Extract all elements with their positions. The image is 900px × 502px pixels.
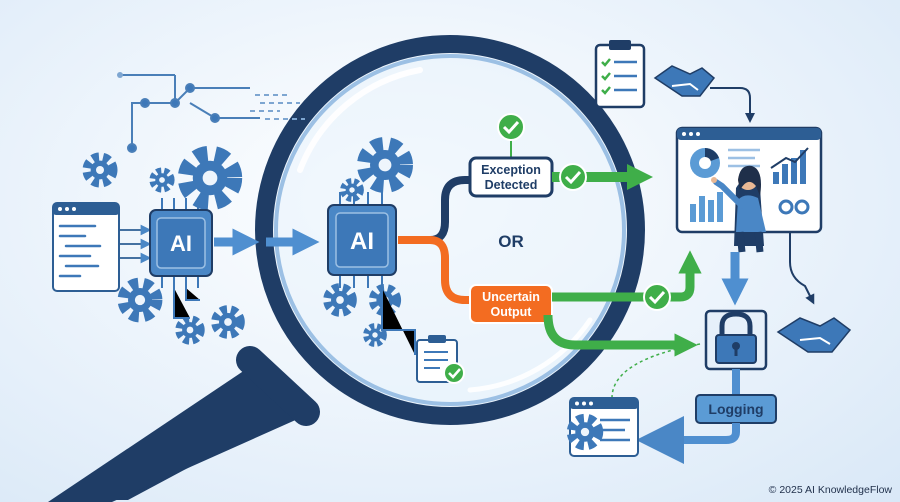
logging-label: Logging xyxy=(708,401,763,417)
uncertain-logging-arrow xyxy=(543,314,698,357)
dotted-link xyxy=(611,343,701,399)
checkmark-icon xyxy=(443,362,465,384)
handshake-arrow xyxy=(710,87,755,123)
uncertain-line2: Output xyxy=(491,305,533,319)
uncertain-branch xyxy=(398,236,478,304)
person-icon xyxy=(711,165,766,253)
exception-line2: Detected xyxy=(485,178,538,192)
code-window-icon xyxy=(52,202,120,292)
or-label: OR xyxy=(498,232,524,251)
uncertain-box xyxy=(469,284,553,324)
left-ai-label: AI xyxy=(170,231,192,256)
center-ai-chip xyxy=(327,192,416,355)
exception-line1: Exception xyxy=(481,163,541,177)
uncertain-line1: Uncertain xyxy=(482,290,540,304)
handshake-icon xyxy=(653,65,716,97)
dashboard-handshake-arrow xyxy=(789,232,815,305)
uncertain-review-arrow xyxy=(552,250,702,302)
checkmark-icon xyxy=(559,163,587,191)
left-ai-chip xyxy=(149,198,213,319)
exception-box xyxy=(468,113,554,198)
logging-output-arrow xyxy=(636,416,740,464)
handshake-icon xyxy=(776,317,852,353)
copyright-text: © 2025 AI KnowledgeFlow xyxy=(768,484,892,496)
checkmark-icon xyxy=(643,283,671,311)
clipboard-icon xyxy=(594,40,646,109)
lock-icon xyxy=(704,309,768,371)
center-ai-label: AI xyxy=(350,228,374,255)
network-lines xyxy=(117,72,305,153)
